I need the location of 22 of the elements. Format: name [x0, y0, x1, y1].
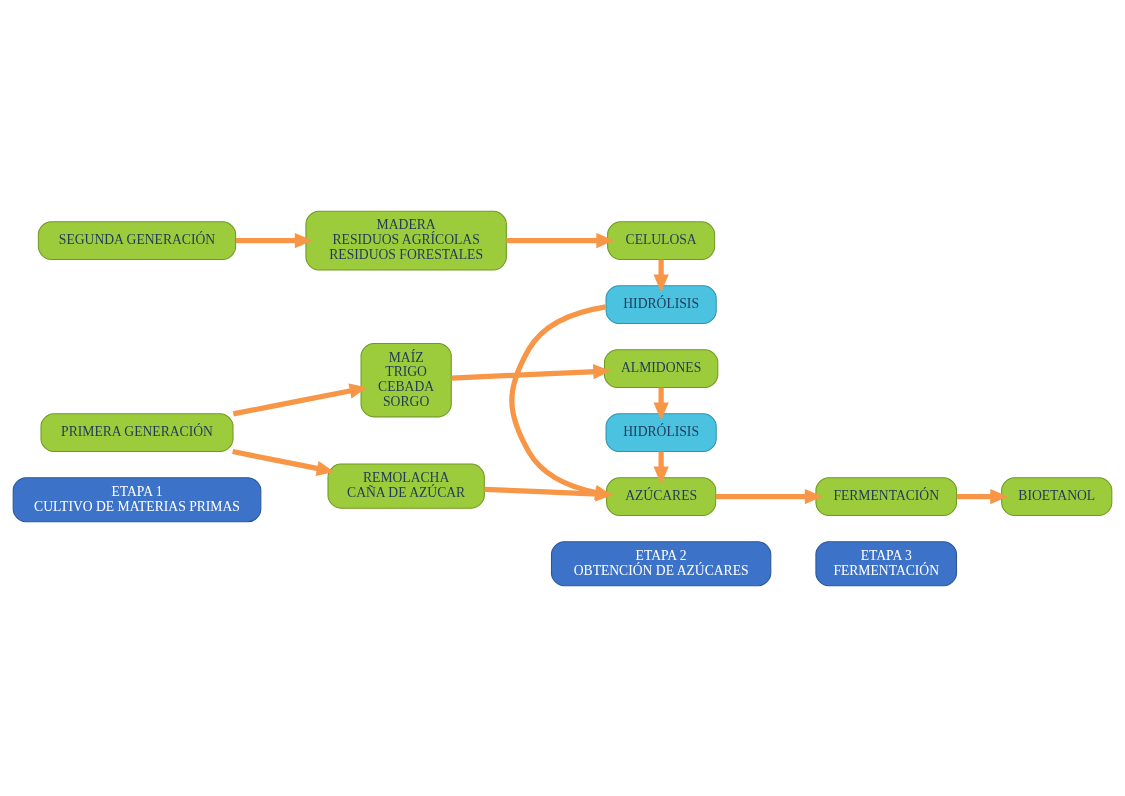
node-box: ETAPA 2 OBTENCIÓN DE AZÚCARES — [550, 540, 772, 586]
node-box: ETAPA 1 CULTIVO DE MATERIAS PRIMAS — [12, 476, 262, 522]
node-box: BIOETANOL — [1001, 476, 1113, 516]
arrow — [235, 232, 313, 248]
arrow — [451, 363, 611, 381]
arrow — [956, 488, 1008, 504]
node-box: ETAPA 3 FERMENTACIÓN — [815, 540, 958, 586]
arrow — [232, 448, 335, 476]
node-box: AZÚCARES — [606, 476, 717, 516]
arrow — [506, 232, 614, 248]
arrow — [232, 382, 368, 416]
node-box: SEGUNDA GENERACIÓN — [37, 220, 237, 260]
node-box: FERMENTACIÓN — [815, 476, 958, 516]
arrow — [715, 488, 823, 504]
node-box: MADERA RESIDUOS AGRÍCOLAS RESIDUOS FORESTALES — [305, 210, 507, 270]
node-box: REMOLACHA CAÑA DE AZÚCAR — [327, 463, 485, 509]
node-box: HIDRÓLISIS — [605, 284, 717, 324]
node-box: PRIMERA GENERACIÓN — [40, 412, 234, 452]
node-box: CELULOSA — [607, 220, 716, 260]
node-box: ALMIDONES — [603, 348, 719, 388]
node-box: HIDRÓLISIS — [605, 412, 717, 452]
node-box: MAÍZ TRIGO CEBADA SORGO — [360, 342, 452, 417]
